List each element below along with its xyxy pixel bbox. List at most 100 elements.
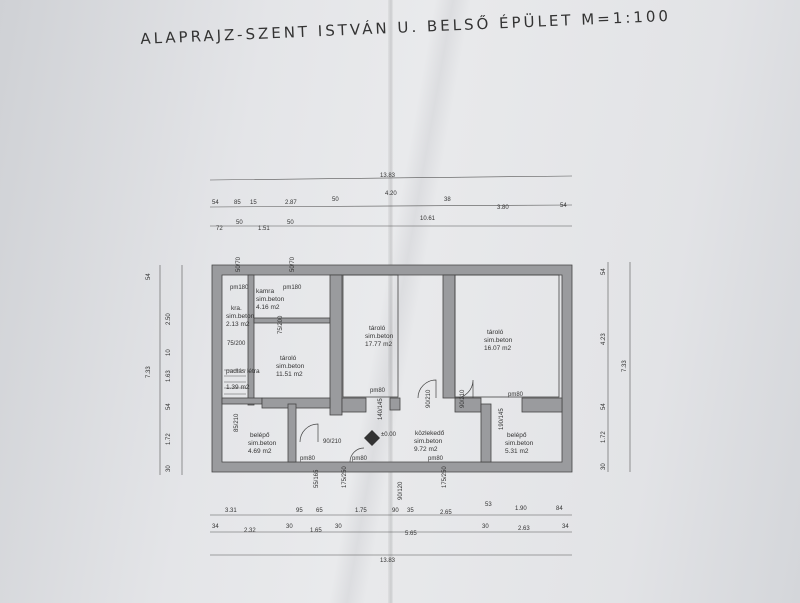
door-label: 75/200	[227, 341, 246, 347]
top-dim: 4.20	[385, 191, 397, 197]
room-area: 2.13 m2	[226, 321, 250, 328]
room-area: 5.31 m2	[505, 448, 529, 455]
room-floor: sim.beton	[365, 333, 394, 340]
left-dim: 1.72	[166, 433, 172, 445]
window-label: pm180	[230, 285, 249, 291]
room-area: 1.39 m2	[226, 384, 250, 391]
room-labels: kamra sim.beton 4.16 m2 kra. sim.beton 2…	[226, 288, 534, 455]
window-label: pm80	[370, 388, 386, 394]
right-dim: 1.72	[601, 431, 607, 443]
right-dim: 30	[601, 463, 607, 470]
window-label: pm80	[428, 456, 444, 462]
window-label: pm80	[352, 456, 368, 462]
right-dimension-lines: 54 4.23 54 1.72 30 7.33	[601, 262, 631, 472]
top-dim: 10.61	[420, 216, 436, 222]
room-name: közlekedő	[415, 430, 445, 437]
door-label: 175/250	[442, 466, 448, 488]
room-taroló-1: tároló sim.beton 11.51 m2	[276, 355, 305, 378]
bottom-dim: 95	[296, 508, 303, 514]
bottom-dim: 3.31	[225, 508, 237, 514]
top-dim: 3.80	[497, 205, 509, 211]
room-area: 16.07 m2	[484, 345, 511, 352]
room-name: kamra	[256, 288, 274, 295]
top-dim: 85	[234, 200, 241, 206]
door-label: 90/210	[460, 389, 466, 408]
bottom-dim: 2.63	[518, 526, 530, 532]
bottom-dim: 30	[482, 524, 489, 530]
bottom-dim: 34	[562, 524, 569, 530]
building-walls	[211, 264, 573, 473]
door-label: 190/145	[499, 408, 505, 430]
top-dim: 15	[250, 200, 257, 206]
top-dim: 38	[444, 197, 451, 203]
opening-labels: pm180 pm180 pm80 pm80 pm80 pm80 pm80 75/…	[227, 256, 524, 500]
room-area: 4.69 m2	[248, 448, 272, 455]
door-label: 90/210	[426, 389, 432, 408]
bottom-dim: 30	[286, 524, 293, 530]
top-dim: 2.87	[285, 200, 297, 206]
door-label: 75/200	[278, 315, 284, 334]
right-total-dim: 7.33	[622, 360, 628, 372]
bottom-dim: 2.32	[244, 528, 256, 534]
room-taroló-3: tároló sim.beton 16.07 m2	[484, 329, 513, 352]
room-floor: sim.beton	[256, 296, 285, 303]
room-name: tároló	[369, 325, 386, 332]
window-label: pm180	[283, 285, 302, 291]
bottom-dim: 90	[392, 508, 399, 514]
room-kra: kra. sim.beton 2.13 m2	[226, 305, 255, 328]
left-total-dim: 7.33	[146, 366, 152, 378]
window-label: pm80	[300, 456, 316, 462]
room-belepo-1: belépő sim.beton 4.69 m2	[248, 432, 277, 455]
room-floor: sim.beton	[484, 337, 513, 344]
bottom-dim: 5.65	[405, 531, 417, 537]
room-area: 11.51 m2	[276, 371, 303, 378]
window-label: 50/70	[236, 256, 242, 272]
bottom-dim: 30	[335, 524, 342, 530]
bottom-dimension-lines: 3.31 95 65 1.75 90 35 2.65 53 1.90 84 34…	[210, 502, 572, 564]
right-dim: 54	[601, 268, 607, 275]
right-dim: 4.23	[601, 333, 607, 345]
left-dim: 10	[166, 349, 172, 356]
room-name: padlás létra	[226, 368, 260, 375]
room-name: tároló	[280, 355, 297, 362]
bottom-dim: 84	[556, 506, 563, 512]
left-dim: 54	[166, 403, 172, 410]
left-dim: 54	[146, 273, 152, 280]
room-floor: sim.beton	[276, 363, 305, 370]
bottom-dim: 1.75	[355, 508, 367, 514]
room-area: 4.16 m2	[256, 304, 280, 311]
right-dim: 54	[601, 403, 607, 410]
level-marker: ±0.00	[364, 430, 397, 446]
door-label: 140/145	[378, 398, 384, 420]
bottom-total-dim: 13.83	[380, 558, 396, 564]
door-label: 55/165	[314, 469, 320, 488]
window-label: pm80	[508, 392, 524, 398]
top-dim: 50	[332, 197, 339, 203]
top-dim: 1.51	[258, 226, 270, 232]
room-floor: sim.beton	[414, 438, 443, 445]
room-floor: sim.beton	[505, 440, 534, 447]
door-label: 90/120	[398, 481, 404, 500]
bottom-dim: 2.65	[440, 510, 452, 516]
left-dim: 2.50	[166, 313, 172, 325]
top-dim: 72	[216, 226, 223, 232]
room-padlas-letra: padlás létra 1.39 m2	[226, 368, 260, 391]
room-belepo-2: belépő sim.beton 5.31 m2	[505, 432, 534, 455]
bottom-dim: 53	[485, 502, 492, 508]
room-area: 17.77 m2	[365, 341, 392, 348]
left-dim: 1.63	[166, 370, 172, 382]
bottom-dim: 1.65	[310, 528, 322, 534]
paper-fold	[388, 0, 394, 603]
room-taroló-2: tároló sim.beton 17.77 m2	[365, 325, 394, 348]
bottom-dim: 34	[212, 524, 219, 530]
door-label: 85/210	[234, 413, 240, 432]
top-dim: 50	[236, 220, 243, 226]
room-name: belépő	[507, 432, 527, 439]
top-total-dim: 13.83	[380, 173, 396, 179]
room-name: belépő	[250, 432, 270, 439]
room-kozlekedo: közlekedő sim.beton 9.72 m2	[414, 430, 445, 453]
top-dim: 50	[287, 220, 294, 226]
room-name: kra.	[231, 305, 242, 312]
